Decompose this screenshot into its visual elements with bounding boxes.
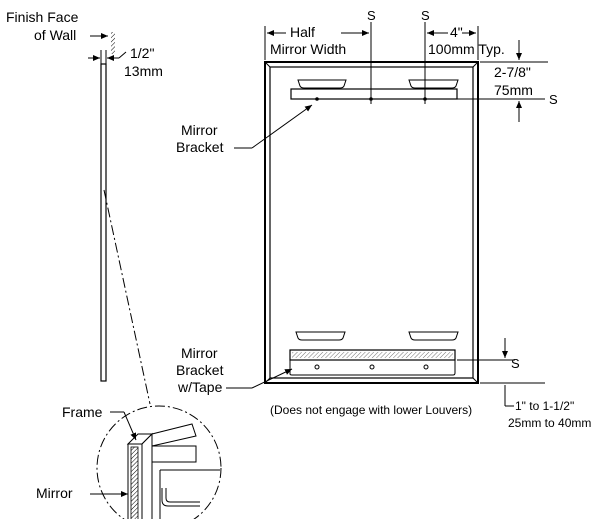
bracket-tape-hatch <box>292 352 453 358</box>
upper-mirror-bracket <box>290 88 458 100</box>
frame-leader-b <box>123 411 137 441</box>
finish-face-label-line2: of Wall <box>34 27 76 43</box>
louver-top-right <box>408 79 459 89</box>
louver-bottom-right <box>408 331 459 341</box>
bracket-offset-mm: 75mm <box>494 82 533 98</box>
louver-top-left <box>297 79 347 89</box>
wall-thickness-in: 1/2" <box>130 45 154 61</box>
half-mirror-label-line2: Mirror Width <box>270 41 346 57</box>
mirror-corner-tr <box>472 61 479 68</box>
typ-mm: 100mm Typ. <box>428 41 505 57</box>
detail-leader <box>103 189 151 405</box>
lower-bracket-hole-1 <box>314 364 320 370</box>
wall-thickness-mm: 13mm <box>124 63 163 79</box>
mirror-bracket-tape-leader-b <box>251 368 293 389</box>
mirror-corner-tl <box>264 61 271 68</box>
lower-gap-mm: 25mm to 40mm <box>508 416 591 430</box>
mirror-detail-label: Mirror <box>36 485 73 501</box>
mirror-profile <box>100 63 107 382</box>
mirror-bracket-leader-b <box>251 104 313 149</box>
mirror-bracket-tape-label-line3: w/Tape <box>177 379 223 395</box>
lower-louver-note: (Does not engage with lower Louvers) <box>270 403 472 417</box>
typ-in: 4" <box>450 24 463 40</box>
frame-detail <box>96 405 222 519</box>
mirror-corner-br <box>472 377 479 384</box>
wall-thickness-leader <box>118 51 127 59</box>
lower-bracket-hole-3 <box>423 364 429 370</box>
s-right-lower: S <box>511 356 520 371</box>
s-top-right: S <box>421 8 430 23</box>
wall-hatch-icon <box>111 32 115 54</box>
mirror-bracket-label-line1: Mirror <box>181 122 218 138</box>
lower-bracket-hole-2 <box>369 364 375 370</box>
mirror-inner-frame <box>269 66 474 379</box>
louver-bottom-left <box>295 331 346 341</box>
frame-label: Frame <box>62 404 103 420</box>
upper-bracket-hole-1 <box>315 97 319 101</box>
s-top-left: S <box>367 8 376 23</box>
half-mirror-label-line1: Half <box>290 24 315 40</box>
s-right-upper: S <box>549 92 558 107</box>
mirror-bracket-label-line2: Bracket <box>176 139 224 155</box>
lower-gap-in: 1" to 1-1/2" <box>515 399 574 413</box>
finish-face-label-line1: Finish Face <box>6 9 79 25</box>
mirror-bracket-tape-label-line2: Bracket <box>176 362 224 378</box>
bracket-offset-in: 2-7/8" <box>494 64 531 80</box>
mirror-bracket-tape-label-line1: Mirror <box>181 345 218 361</box>
